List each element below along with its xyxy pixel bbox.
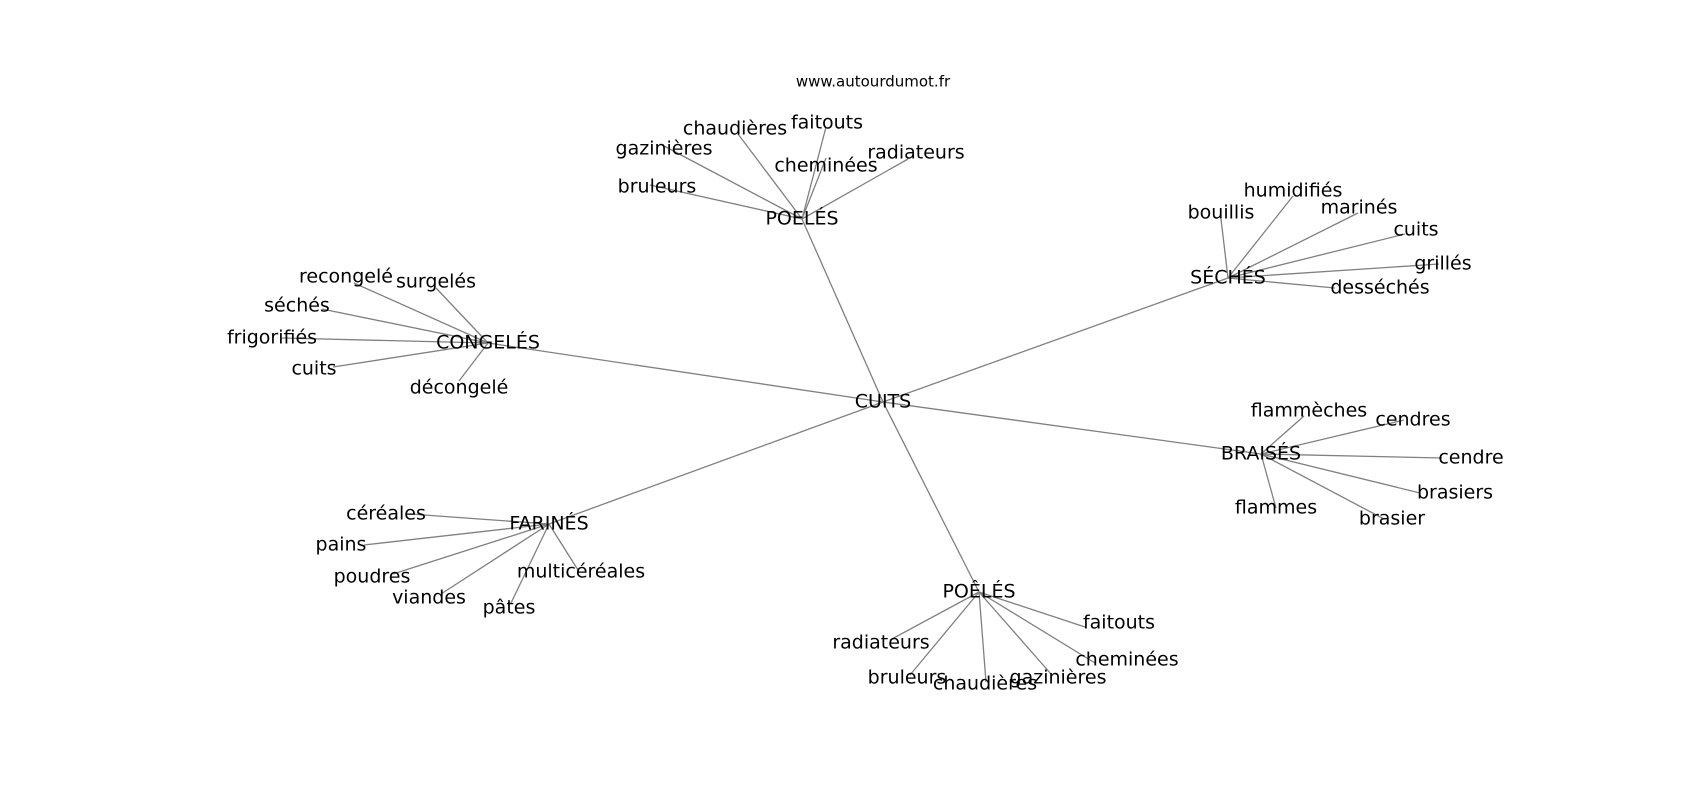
leaf-node-braises-5: flammes (1235, 497, 1317, 519)
source-url: www.autourdumot.fr (796, 73, 951, 91)
edge-congeles-1 (435, 287, 489, 344)
edge-braises-1 (1260, 419, 1405, 455)
edge-poeles-top-3 (801, 126, 827, 220)
leaf-node-poeles-top-0: bruleurs (618, 176, 697, 198)
leaf-node-congeles-1: surgelés (396, 271, 476, 293)
leaf-node-poeles-bottom-2: gazinières (1010, 667, 1107, 689)
leaf-node-congeles-0: recongelé (299, 266, 393, 288)
edges (281, 126, 1443, 683)
leaf-node-seches-3: cuits (1393, 219, 1438, 241)
leaf-node-braises-2: cendre (1438, 447, 1503, 469)
edge-seches-1 (1227, 195, 1294, 279)
cluster-node-braises: BRAISÉS (1221, 442, 1301, 465)
edge-braises-0 (1260, 415, 1305, 455)
leaf-node-poeles-top-3: faitouts (791, 112, 863, 134)
leaf-node-poeles-top-1: gazinières (616, 138, 713, 160)
edge-poeles-top-4 (801, 157, 827, 220)
leaf-node-poeles-top-4: cheminées (774, 155, 877, 177)
leaf-node-congeles-3: frigorifiés (227, 327, 317, 349)
edge-root-poeles-bottom (882, 401, 980, 593)
leaf-node-poeles-bottom-4: bruleurs (868, 667, 947, 689)
cluster-node-poeles-bottom: POÊLÉS (942, 580, 1015, 603)
edge-braises-4 (1260, 453, 1385, 520)
cluster-node-poeles-top: POELÉS (765, 207, 838, 230)
leaf-node-poeles-bottom-3: chaudières (933, 673, 1037, 695)
edge-poeles-top-1 (663, 145, 803, 220)
leaf-node-farines-0: céréales (346, 503, 426, 525)
leaf-node-braises-1: cendres (1375, 409, 1450, 431)
edge-congeles-0 (353, 282, 489, 344)
leaf-node-farines-5: multicéréales (517, 561, 645, 583)
leaf-node-poeles-bottom-5: radiateurs (832, 632, 929, 654)
edge-farines-3 (440, 523, 550, 595)
root-node: CUITS (855, 391, 911, 413)
edge-farines-1 (363, 523, 550, 546)
leaf-node-congeles-5: décongelé (410, 377, 509, 399)
edge-seches-2 (1227, 212, 1359, 279)
edge-root-farines (548, 401, 884, 525)
leaf-node-braises-0: flammèches (1251, 400, 1367, 422)
edge-root-congeles (487, 342, 884, 403)
edge-seches-3 (1227, 233, 1406, 279)
leaf-node-congeles-4: cuits (291, 358, 336, 380)
edge-braises-5 (1260, 453, 1277, 509)
leaf-node-poeles-top-2: chaudières (683, 118, 787, 140)
leaf-node-seches-0: bouillis (1188, 202, 1255, 224)
edge-farines-2 (392, 523, 550, 575)
leaf-node-poeles-top-5: radiateurs (867, 142, 964, 164)
edge-poeles-top-2 (737, 133, 803, 220)
edge-root-seches (882, 277, 1229, 403)
edge-seches-0 (1220, 218, 1229, 279)
cluster-node-seches: SÉCHÉS (1190, 266, 1266, 289)
leaf-node-seches-1: humidifiés (1244, 180, 1343, 202)
leaf-node-farines-1: pains (316, 534, 367, 556)
edge-poeles-bottom-1 (978, 591, 1096, 664)
edge-poeles-bottom-0 (978, 591, 1086, 628)
edge-poeles-bottom-4 (909, 591, 980, 676)
edge-poeles-bottom-2 (978, 591, 1052, 675)
edge-congeles-3 (281, 337, 489, 344)
edge-congeles-4 (332, 342, 489, 368)
edge-seches-4 (1227, 263, 1440, 279)
edge-farines-0 (409, 513, 550, 525)
edge-braises-2 (1260, 453, 1443, 459)
leaf-node-farines-3: viandes (392, 587, 466, 609)
edge-poeles-bottom-3 (978, 591, 987, 683)
cluster-node-congeles: CONGELÉS (436, 331, 540, 354)
edge-seches-5 (1227, 277, 1336, 289)
edge-root-braises (882, 401, 1262, 455)
leaf-node-braises-3: brasiers (1417, 482, 1493, 504)
edge-poeles-top-0 (649, 184, 803, 220)
leaf-node-seches-5: desséchés (1330, 277, 1429, 299)
leaf-node-braises-4: brasier (1359, 508, 1425, 530)
edge-poeles-top-5 (801, 158, 909, 220)
edge-poeles-bottom-5 (889, 591, 980, 641)
edge-farines-4 (510, 523, 550, 604)
leaf-node-seches-2: marinés (1321, 197, 1398, 219)
leaf-node-farines-2: poudres (334, 566, 411, 588)
edge-congeles-2 (321, 308, 489, 344)
leaf-node-poeles-bottom-0: faitouts (1083, 612, 1155, 634)
leaf-node-congeles-2: séchés (264, 295, 330, 317)
edge-congeles-5 (458, 342, 489, 382)
cluster-node-farines: FARINÉS (509, 512, 588, 535)
edge-braises-3 (1260, 453, 1421, 494)
leaf-node-poeles-bottom-1: cheminées (1075, 649, 1178, 671)
leaf-node-farines-4: pâtes (483, 597, 536, 619)
edge-farines-5 (548, 523, 579, 571)
edge-root-poeles-top (801, 218, 884, 403)
leaf-node-seches-4: grillés (1414, 253, 1471, 275)
